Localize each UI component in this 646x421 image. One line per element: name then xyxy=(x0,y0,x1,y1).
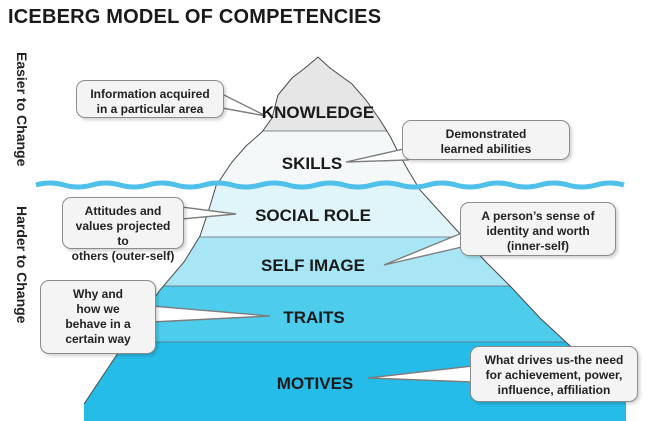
layer-label-self-image: SELF IMAGE xyxy=(261,256,365,275)
callout-social-role: Attitudes and values projected to others… xyxy=(62,197,184,263)
callout-social-role-line-2: values projected to xyxy=(75,219,171,248)
callout-skills-line-1: Demonstrated xyxy=(445,127,527,141)
layer-label-knowledge: KNOWLEDGE xyxy=(261,103,375,122)
callout-motives-line-2: for achievement, power, xyxy=(485,368,623,382)
side-label-harder: Harder to Change xyxy=(14,206,30,324)
waterline xyxy=(35,180,625,190)
layer-label-skills: SKILLS xyxy=(281,154,343,173)
layer-label-motives: MOTIVES xyxy=(276,374,354,393)
callout-traits: Why and how we behave in a certain way xyxy=(40,280,156,354)
callout-motives-line-1: What drives us-the need xyxy=(484,353,624,367)
layer-label-traits: TRAITS xyxy=(283,308,345,327)
pointer-knowledge xyxy=(221,92,267,117)
callout-knowledge-line-2: in a particular area xyxy=(96,102,204,116)
callout-motives-line-3: influence, affiliation xyxy=(497,383,611,397)
callout-traits-line-2: how we xyxy=(76,302,120,316)
callout-social-role-line-1: Attitudes and xyxy=(84,204,162,218)
iceberg-outline xyxy=(83,56,627,405)
callout-knowledge-line-1: Information acquired xyxy=(90,87,210,101)
callout-skills-line-2: learned abilities xyxy=(440,142,532,156)
callout-traits-line-3: behave in a xyxy=(65,317,131,331)
callout-knowledge: Information acquired in a particular are… xyxy=(76,80,224,118)
callout-self-image: A person’s sense of identity and worth (… xyxy=(460,202,616,256)
callout-motives: What drives us-the need for achievement,… xyxy=(470,346,638,402)
callout-traits-line-4: certain way xyxy=(65,332,131,346)
callout-self-image-line-3: (inner-self) xyxy=(506,239,569,253)
callout-self-image-line-1: A person’s sense of xyxy=(481,209,595,223)
callout-social-role-line-3: others (outer-self) xyxy=(71,249,175,263)
side-label-easier: Easier to Change xyxy=(14,52,30,167)
callout-traits-line-1: Why and xyxy=(73,287,123,301)
diagram-title: ICEBERG MODEL OF COMPETENCIES xyxy=(8,6,382,28)
callout-self-image-line-2: identity and worth xyxy=(486,224,590,238)
callout-skills: Demonstrated learned abilities xyxy=(402,120,570,160)
layer-label-social-role: SOCIAL ROLE xyxy=(255,206,371,225)
